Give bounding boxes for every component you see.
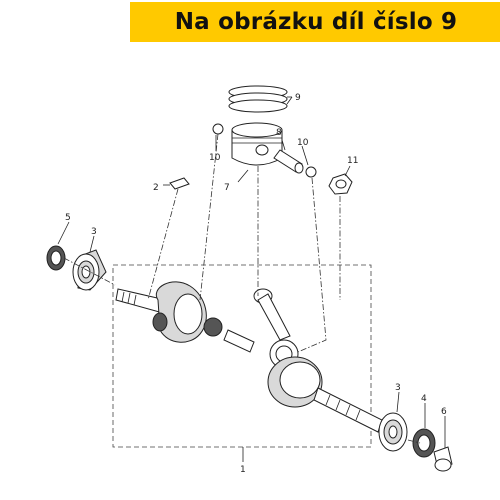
banner-title: Na obrázku díl číslo 9 [174, 9, 458, 35]
part-bearing-left[interactable] [72, 249, 107, 291]
part-crank-pin[interactable] [203, 317, 255, 353]
part-circlip-left[interactable] [212, 123, 224, 135]
part-oil-seal-right[interactable] [412, 428, 436, 458]
title-banner: Na obrázku díl číslo 9 [130, 2, 500, 42]
callout-3-right: 3 [395, 383, 401, 393]
part-connecting-rod[interactable] [253, 288, 299, 369]
callout-10-right: 10 [297, 138, 309, 148]
callout-9: 9 [295, 93, 301, 103]
leader-lines [57, 96, 446, 462]
part-oil-seal-left[interactable] [46, 245, 66, 271]
callout-5: 5 [65, 213, 71, 223]
assembly-boundary [112, 264, 372, 448]
part-crankshaft-left[interactable] [115, 281, 207, 343]
callout-1: 1 [240, 465, 246, 475]
callout-4: 4 [421, 394, 427, 404]
part-nut[interactable] [328, 173, 353, 195]
callout-7: 7 [224, 183, 230, 193]
assembly-guide-lines [63, 133, 421, 444]
part-bearing-right[interactable] [378, 412, 408, 452]
callout-8: 8 [276, 128, 282, 138]
part-circlip-right[interactable] [305, 166, 317, 178]
part-piston[interactable] [231, 122, 283, 166]
part-crankshaft-right[interactable] [267, 356, 383, 433]
callout-3-left: 3 [91, 227, 97, 237]
part-collar[interactable] [433, 446, 453, 472]
callout-2: 2 [153, 183, 159, 193]
callout-6: 6 [441, 407, 447, 417]
part-key[interactable] [169, 177, 190, 190]
part-piston-rings[interactable] [228, 85, 288, 113]
part-piston-pin[interactable] [273, 149, 304, 174]
callout-11: 11 [347, 156, 358, 166]
callout-10-left: 10 [209, 153, 221, 163]
